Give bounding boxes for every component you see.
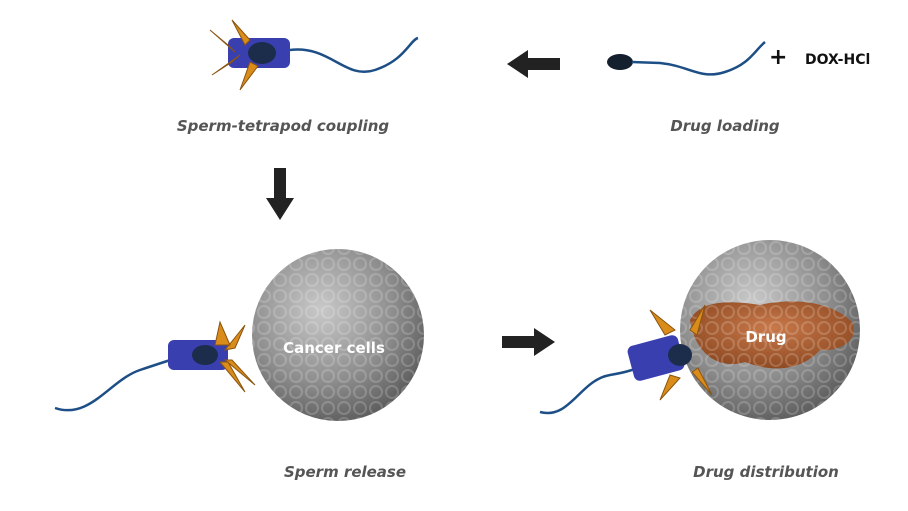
- drug-label: Drug: [745, 328, 786, 346]
- step-label-distribution: Drug distribution: [693, 463, 839, 481]
- reagent-dox-hcl: DOX-HCl: [805, 52, 870, 68]
- sperm-drug-loading: [607, 41, 766, 76]
- step-label-loading: Drug loading: [670, 117, 780, 135]
- step-label-coupling: Sperm-tetrapod coupling: [177, 117, 390, 135]
- cancer-cells-label: Cancer cells: [283, 339, 385, 357]
- sperm-tetrapod-release: [54, 320, 256, 412]
- plus-sign: +: [769, 45, 787, 70]
- arrow-down-icon: [266, 168, 294, 220]
- cancer-cell-sphere: [252, 249, 424, 421]
- arrow-right-icon: [502, 328, 555, 356]
- sperm-tetrapod-coupled-top: [209, 19, 419, 91]
- step-label-release: Sperm release: [284, 463, 406, 481]
- sperm-tetrapod-distribution: [539, 304, 713, 415]
- cancer-cell-with-drug: [680, 240, 860, 420]
- arrow-left-icon: [507, 50, 560, 78]
